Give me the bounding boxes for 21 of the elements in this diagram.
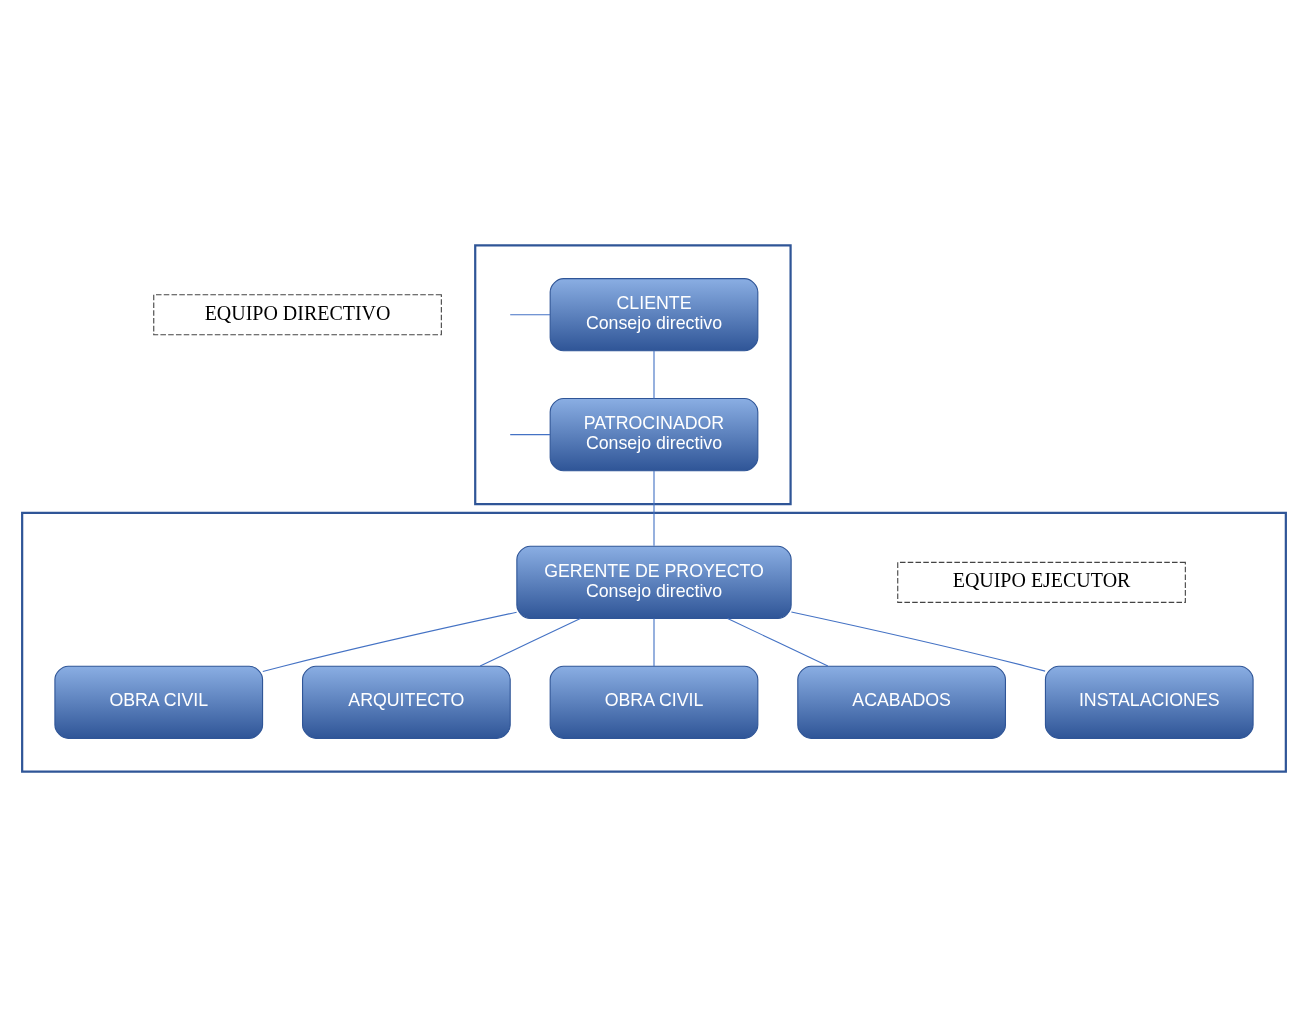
node-box: ARQUITECTO — [302, 665, 511, 739]
node-box: GERENTE DE PROYECTO Consejo directivo — [516, 545, 792, 619]
connector — [653, 350, 655, 400]
node-box: INSTALACIONES — [1044, 665, 1254, 739]
node-box: OBRA CIVIL — [549, 665, 759, 739]
connector — [653, 617, 655, 667]
connector — [653, 470, 655, 547]
node-box: PATROCINADOR Consejo directivo — [549, 398, 759, 472]
connector — [790, 611, 1046, 672]
connector — [509, 434, 551, 436]
cluster — [21, 511, 1287, 773]
node-box: CLIENTE Consejo directivo — [549, 278, 759, 352]
connector — [509, 314, 551, 316]
node-box: OBRA CIVIL — [54, 665, 264, 739]
node-box: EQUIPO DIRECTIVO — [153, 294, 442, 336]
connector — [479, 617, 581, 667]
node-box: ACABADOS — [797, 665, 1006, 739]
cluster — [474, 244, 792, 506]
connector — [727, 617, 829, 667]
node-box: EQUIPO EJECUTOR — [897, 561, 1186, 603]
connector — [262, 611, 518, 672]
